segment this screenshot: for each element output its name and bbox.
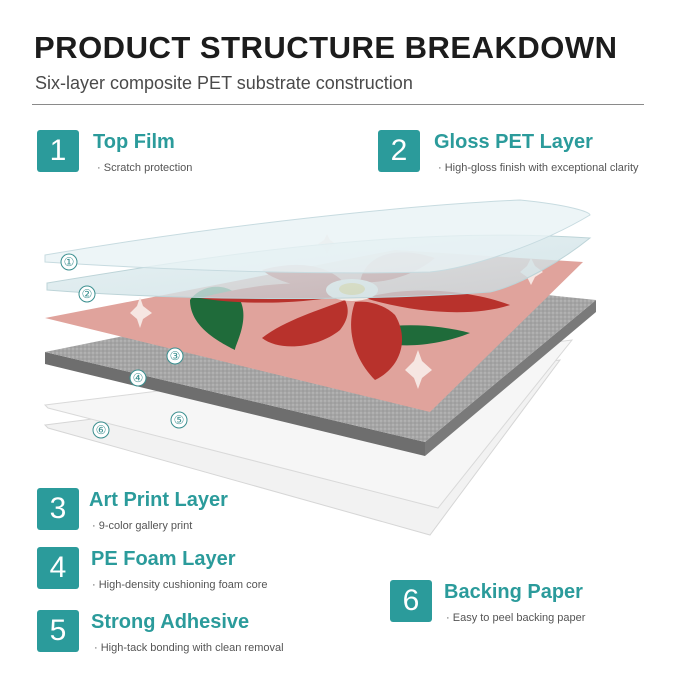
layer-3-name: Art Print Layer bbox=[89, 489, 228, 511]
header-divider bbox=[32, 104, 644, 105]
layer-6-number-badge: 6 bbox=[390, 580, 432, 622]
layer-4-name: PE Foam Layer bbox=[91, 548, 236, 570]
page-title: PRODUCT STRUCTURE BREAKDOWN bbox=[34, 30, 618, 65]
layer-2-name: Gloss PET Layer bbox=[434, 131, 593, 153]
layer-3-desc: 9-color gallery print bbox=[92, 520, 193, 532]
layer-5-desc: High-tack bonding with clean removal bbox=[94, 642, 284, 654]
layer-2-number-badge: 2 bbox=[378, 130, 420, 172]
marker-6: ⑥ bbox=[96, 423, 107, 437]
page-subtitle: Six-layer composite PET substrate constr… bbox=[35, 73, 413, 93]
layer-4-desc: High-density cushioning foam core bbox=[92, 579, 268, 591]
marker-5: ⑤ bbox=[174, 413, 185, 427]
layer-6-name: Backing Paper bbox=[444, 581, 583, 603]
layer-6-desc: Easy to peel backing paper bbox=[446, 612, 586, 624]
marker-2: ② bbox=[82, 287, 93, 301]
marker-4: ④ bbox=[133, 371, 144, 385]
layer-1-name: Top Film bbox=[93, 131, 175, 153]
layer-3-number-badge: 3 bbox=[37, 488, 79, 530]
layer-5-name: Strong Adhesive bbox=[91, 611, 250, 633]
marker-3: ③ bbox=[170, 349, 181, 363]
marker-1: ① bbox=[64, 255, 75, 269]
marker-2-circle bbox=[78, 285, 96, 303]
marker-4-circle bbox=[129, 369, 147, 387]
layer-2-desc: High-gloss finish with exceptional clari… bbox=[438, 162, 639, 174]
marker-1-circle bbox=[60, 253, 78, 271]
layer-4-number-badge: 4 bbox=[37, 547, 79, 589]
marker-5-circle bbox=[170, 411, 188, 429]
top-film-sheet bbox=[44, 199, 591, 274]
layer-5-number-badge: 5 bbox=[37, 610, 79, 652]
marker-3-circle bbox=[166, 347, 184, 365]
foam-layer-edge-right bbox=[425, 300, 596, 456]
marker-6-circle bbox=[92, 421, 110, 439]
layer-1-number-badge: 1 bbox=[37, 130, 79, 172]
layer-1-desc: Scratch protection bbox=[97, 162, 193, 174]
